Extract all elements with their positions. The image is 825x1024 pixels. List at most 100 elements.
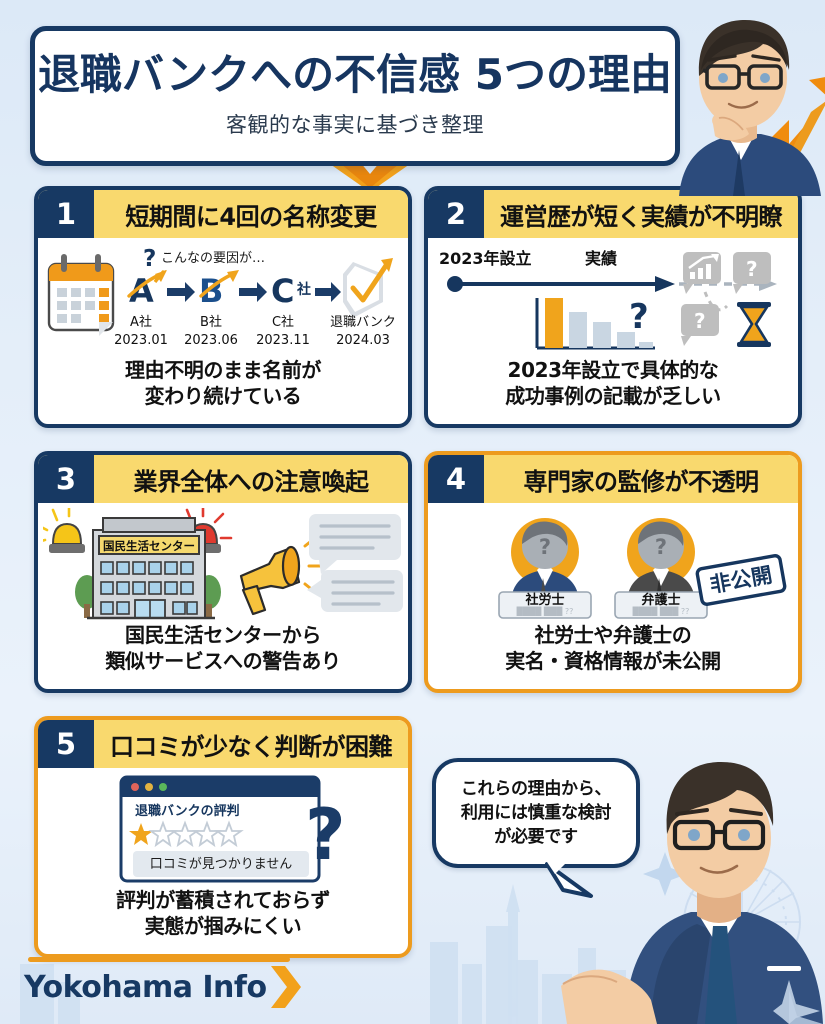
header: 退職バンクへの不信感 5つの理由 客観的な事実に基づき整理 (30, 26, 680, 166)
step-date-4: 2024.03 (336, 333, 390, 348)
card-3-caption: 国民生活センターから 類似サービスへの警告あり (105, 623, 341, 674)
anonymous-face-question-2: ? (655, 535, 667, 559)
conclusion-line1: これらの理由から、 (460, 778, 612, 799)
empty-review-panel (133, 851, 309, 877)
reason-card-2[interactable]: 2 運営歴が短く実績が不明瞭 2023年設立 実績 (424, 186, 802, 428)
card-1-number: 1 (38, 190, 94, 238)
conclusion-line3: が必要です (494, 827, 578, 848)
card-1-caption: 理由不明のまま名前が 変わり続けている (125, 358, 321, 409)
faded-question-bubble-1: ? (733, 252, 771, 294)
timeline-start-dot (447, 276, 463, 292)
step-date-1: 2023.01 (114, 333, 168, 348)
card-1-body: ? こんなの要因が… A B C 社 (38, 238, 408, 424)
chart-question-mark-icon: ? (629, 297, 649, 337)
card-5-body: 退職バンクの評判 口コミが見つかりません ? (38, 768, 408, 954)
reason-card-4[interactable]: 4 専門家の監修が不透明 ? 社労士 (424, 451, 802, 693)
reason-card-3[interactable]: 3 業界全体への注意喚起 (34, 451, 412, 693)
anonymous-expert-1: ? 社労士 ████ ███ ?? (498, 517, 592, 619)
timeline-bars-graphic: 2023年設立 実績 (439, 249, 777, 350)
tower-shape (506, 884, 520, 1024)
step-label-4: 退職バンク (330, 315, 396, 330)
card-2-title: 運営歴が短く実績が不明瞭 (500, 202, 783, 231)
card-4-illustration: ? 社労士 ████ ███ ?? ? (432, 509, 794, 621)
bar-chart-group (535, 298, 655, 350)
bar-2 (569, 312, 587, 348)
window-close-dot (131, 783, 139, 791)
expert-2-label: 弁護士 (641, 592, 680, 608)
verified-badge-icon (343, 258, 393, 318)
expert-1-redacted: ████ ███ ?? (516, 606, 574, 616)
card-1-caption-line1: 理由不明のまま名前が (125, 358, 321, 382)
anonymous-face-question-1: ? (539, 535, 551, 559)
timeline-axis-label: 実績 (585, 249, 617, 268)
reason-card-5[interactable]: 5 口コミが少なく判断が困難 退職バンクの評判 (34, 716, 412, 958)
card-3-title: 業界全体への注意喚起 (133, 467, 370, 496)
page-title: 退職バンクへの不信感 5つの理由 (38, 49, 672, 99)
review-window-graphic: 退職バンクの評判 口コミが見つかりません ? (119, 775, 346, 883)
empty-review-message: 口コミが見つかりません (150, 857, 293, 872)
step-mark-b: B (199, 272, 223, 310)
footer-divider-rule (28, 957, 290, 962)
card-5-illustration: 退職バンクの評判 口コミが見つかりません ? (42, 774, 404, 886)
name-change-timeline-graphic: ? こんなの要因が… A B C 社 (47, 246, 396, 348)
question-mark-icon: ? (143, 246, 156, 272)
card-3-illustration: 国民生活センター (42, 507, 404, 621)
rating-stars (129, 820, 244, 848)
speech-bubble-tail (545, 862, 593, 898)
card-5-title: 口コミが少なく判断が困難 (110, 732, 393, 761)
brand-name: Yokohama Info (24, 969, 267, 1005)
svg-text:?: ? (694, 309, 706, 333)
conclusion-line2: 利用には慎重な検討 (460, 802, 612, 823)
card-2-body: 2023年設立 実績 (428, 238, 798, 424)
card-4-number: 4 (428, 455, 484, 503)
footer: Yokohama Info (24, 964, 303, 1010)
yellow-siren-icon (43, 507, 85, 553)
card-2-illustration: 2023年設立 実績 (432, 244, 794, 356)
conclusion-text: これらの理由から、 利用には慎重な検討 が必要です (460, 777, 612, 849)
card-1-annotation: こんなの要因が… (161, 251, 265, 266)
card-2-caption-line2: 成功事例の記載が乏しい (505, 383, 721, 408)
svg-text:社: 社 (296, 281, 311, 298)
svg-text:?: ? (746, 257, 758, 281)
step-date-2: 2023.06 (184, 333, 238, 348)
warning-speech-bubble-1 (309, 513, 401, 574)
card-4-caption-line1: 社労士や弁護士の (534, 623, 692, 647)
card-5-header: 5 口コミが少なく判断が困難 (38, 720, 408, 768)
calendar-icon (47, 254, 115, 336)
anonymous-expert-2: ? 弁護士 ████ ███ ?? (614, 517, 708, 619)
window-maximize-dot (159, 783, 167, 791)
bar-5 (639, 342, 653, 348)
star-empty-5 (214, 820, 244, 848)
bar-3 (593, 322, 611, 348)
review-window-title: 退職バンクの評判 (135, 803, 240, 819)
step-date-3: 2023.11 (256, 333, 310, 348)
step-label-2: B社 (200, 314, 222, 330)
footer-chevron-icon (270, 966, 301, 1008)
card-1-title: 短期間に4回の名称変更 (125, 202, 377, 231)
card-3-caption-line1: 国民生活センターから (124, 623, 321, 647)
card-1-caption-line2: 変わり続けている (144, 383, 302, 408)
card-4-caption-line2: 実名・資格情報が未公開 (505, 648, 721, 673)
anonymous-experts-graphic: ? 社労士 ████ ███ ?? ? (498, 517, 787, 619)
card-5-caption-line1: 評判が蓄積されておらず (116, 888, 330, 912)
card-3-number: 3 (38, 455, 94, 503)
card-5-number: 5 (38, 720, 94, 768)
star-filled-1 (129, 823, 153, 845)
card-1-illustration: ? こんなの要因が… A B C 社 (42, 244, 404, 356)
conclusion-speech-bubble: これらの理由から、 利用には慎重な検討 が必要です (432, 758, 640, 868)
card-4-caption: 社労士や弁護士の 実名・資格情報が未公開 (505, 623, 721, 674)
card-4-header: 4 専門家の監修が不透明 (428, 455, 798, 503)
header-box: 退職バンクへの不信感 5つの理由 客観的な事実に基づき整理 (30, 26, 680, 166)
faded-growth-icon (683, 252, 721, 294)
card-3-caption-line2: 類似サービスへの警告あり (105, 648, 341, 673)
card-5-caption: 評判が蓄積されておらず 実態が掴みにくい (116, 888, 330, 939)
bar-1 (545, 298, 563, 348)
card-4-title: 専門家の監修が不透明 (523, 467, 760, 496)
card-2-number: 2 (428, 190, 484, 238)
timeline-start-label: 2023年設立 (439, 249, 532, 268)
agency-building-graphic: 国民生活センター (43, 507, 403, 619)
card-2-caption: 2023年設立で具体的な 成功事例の記載が乏しい (505, 358, 721, 409)
reason-card-1[interactable]: 1 短期間に4回の名称変更 (34, 186, 412, 428)
review-question-mark-icon: ? (305, 794, 346, 876)
warning-speech-bubble-2 (307, 569, 403, 612)
